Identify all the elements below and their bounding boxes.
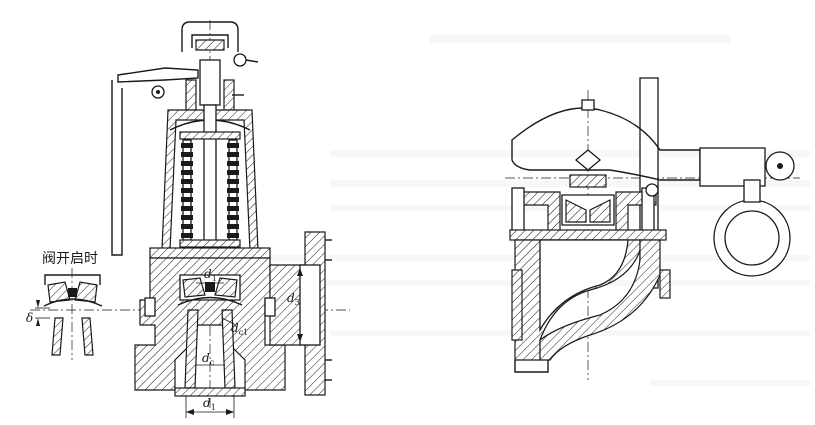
label-d1-top: d1 xyxy=(204,267,217,283)
spring-coil xyxy=(227,161,239,166)
spring-coil xyxy=(227,233,239,238)
spring-coil xyxy=(181,224,193,229)
spring-coil xyxy=(181,233,193,238)
spring-coil xyxy=(181,161,193,166)
spring-coil xyxy=(181,206,193,211)
spring-coil xyxy=(227,188,239,193)
lever-safety-valve xyxy=(505,77,800,380)
spring-coil xyxy=(227,197,239,202)
spring-coil xyxy=(227,179,239,184)
label-dc1: dc1 xyxy=(231,321,248,337)
inset-gap-label: δ xyxy=(26,311,33,325)
spring-coil xyxy=(181,152,193,157)
label-d3: d3 xyxy=(287,291,300,307)
spring-coil xyxy=(181,170,193,175)
spring-coil xyxy=(227,215,239,220)
spring-coil xyxy=(227,224,239,229)
spring-safety-valve: d3 d1 dc1 dc d1 xyxy=(30,20,350,418)
spring-coil xyxy=(227,206,239,211)
open-state-inset: 阀开启时 δ xyxy=(26,251,103,360)
spring-coil xyxy=(181,215,193,220)
spring-coil xyxy=(181,179,193,184)
spring-coil xyxy=(227,143,239,148)
spring-coil xyxy=(181,188,193,193)
spring-coil xyxy=(227,152,239,157)
label-d1-bottom: d1 xyxy=(203,396,216,412)
label-dc: dc xyxy=(202,351,215,367)
spring-coil xyxy=(227,170,239,175)
inset-caption: 阀开启时 xyxy=(42,251,98,267)
spring-coil xyxy=(181,197,193,202)
spring-coil xyxy=(181,143,193,148)
